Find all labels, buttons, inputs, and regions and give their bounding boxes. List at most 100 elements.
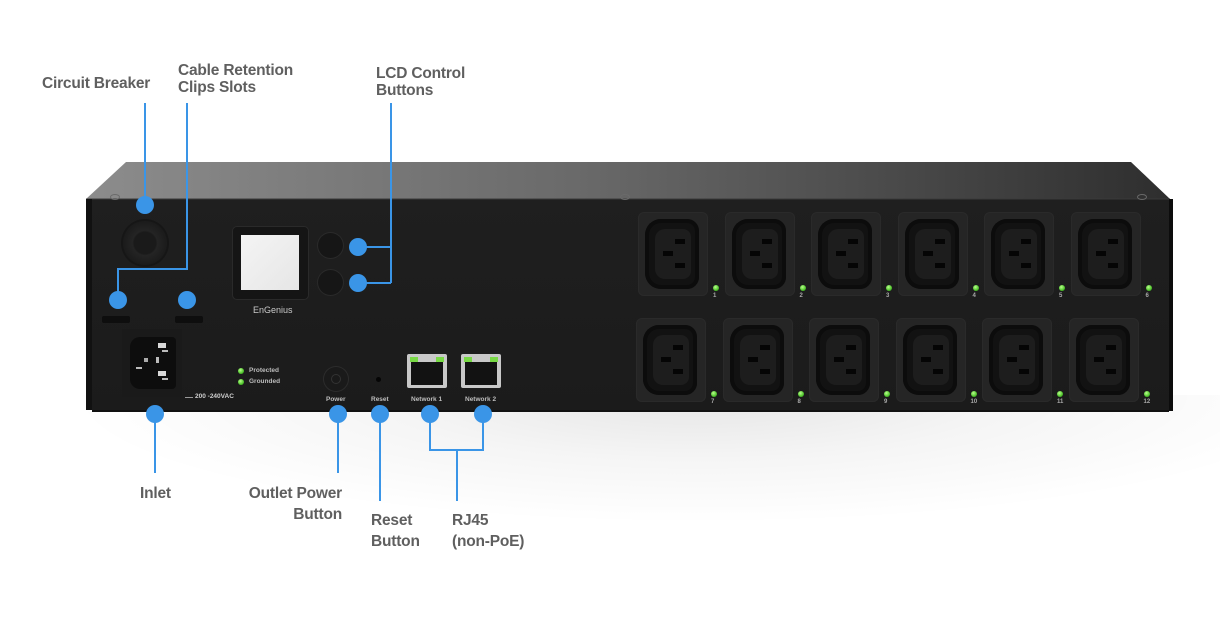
socket-pin xyxy=(661,357,671,362)
reset-button[interactable] xyxy=(376,377,381,382)
socket-pin xyxy=(1105,345,1116,350)
socket-pin xyxy=(920,357,931,362)
socket-pin xyxy=(1019,369,1029,374)
lcd-button-up[interactable] xyxy=(318,233,343,258)
outlet-number: 9 xyxy=(884,399,888,405)
callout-dot-lcd-down[interactable] xyxy=(349,274,367,292)
cable-retention-clip-right xyxy=(175,316,203,323)
network-port-1-label: Network 1 xyxy=(411,396,443,403)
outlet-led xyxy=(1057,391,1063,397)
callout-label-reset-1: Reset xyxy=(371,512,413,529)
link-led xyxy=(464,357,472,362)
outlet-led xyxy=(799,285,806,291)
callout-line-clips-bar xyxy=(117,268,188,270)
outlet-2 xyxy=(724,212,795,296)
voltage-label: 200 -240VAC xyxy=(195,393,234,400)
callout-dot-clip-left[interactable] xyxy=(109,291,127,309)
callout-label-outlet-power-2: Button xyxy=(293,506,342,523)
callout-dot-rj45-2[interactable] xyxy=(474,405,492,423)
outlet-led xyxy=(886,285,892,291)
outlet-led xyxy=(1059,285,1065,291)
callout-label-rj45-2: (non-PoE) xyxy=(452,533,525,550)
screw-icon xyxy=(110,194,120,200)
socket-pin xyxy=(846,345,856,350)
socket-pin xyxy=(836,251,846,256)
circuit-breaker[interactable] xyxy=(123,221,167,265)
socket-pin xyxy=(1107,239,1118,244)
outlet-number: 8 xyxy=(797,399,801,405)
link-led xyxy=(410,357,418,362)
power-icon xyxy=(331,374,341,384)
cable-retention-clip-left xyxy=(102,316,130,323)
socket-pin xyxy=(834,357,844,362)
outlet-10 xyxy=(895,318,966,402)
c13-socket xyxy=(816,325,870,395)
socket-pin xyxy=(1007,357,1017,362)
socket-pin xyxy=(1021,239,1031,244)
socket-pin xyxy=(1107,263,1118,268)
callout-dot-clip-right[interactable] xyxy=(178,291,196,309)
outlet-led xyxy=(1145,285,1152,291)
callout-line-power xyxy=(337,413,339,473)
callout-line-clips xyxy=(186,103,188,269)
outlet-number: 11 xyxy=(1057,399,1064,405)
socket-pin xyxy=(922,251,933,256)
outlet-number: 2 xyxy=(799,293,803,299)
socket-pin xyxy=(934,263,945,268)
outlet-led xyxy=(970,391,977,397)
c13-socket xyxy=(991,219,1045,289)
socket-pin xyxy=(1105,369,1116,374)
socket-pin xyxy=(761,263,772,268)
socket-pin xyxy=(1009,251,1019,256)
lcd-screen xyxy=(241,235,299,290)
activity-led xyxy=(436,357,444,362)
outlet-8 xyxy=(722,318,793,402)
socket-pin xyxy=(934,239,945,244)
screw-icon xyxy=(620,194,630,200)
outlet-led xyxy=(884,391,890,397)
outlet-number: 1 xyxy=(713,293,717,299)
floor-shadow xyxy=(60,395,1220,525)
callout-dot-reset[interactable] xyxy=(371,405,389,423)
callout-label-cable-retention-1: Cable Retention xyxy=(178,62,293,79)
socket-pin xyxy=(749,251,760,256)
outlet-number: 7 xyxy=(711,399,715,405)
socket-pin xyxy=(673,345,683,350)
socket-pin xyxy=(932,369,943,374)
callout-line-reset xyxy=(379,413,381,501)
outlet-number: 3 xyxy=(886,293,890,299)
socket-pin xyxy=(759,345,770,350)
outlet-4 xyxy=(897,212,968,296)
socket-pin xyxy=(675,239,685,244)
callout-dot-inlet[interactable] xyxy=(146,405,164,423)
callout-line-rj45-left xyxy=(429,413,431,450)
socket-pin xyxy=(846,369,856,374)
c13-socket xyxy=(643,325,697,395)
outlet-power-button[interactable] xyxy=(324,367,348,391)
outlet-number: 4 xyxy=(972,293,976,299)
power-button-label: Power xyxy=(326,396,346,403)
outlet-led xyxy=(1143,391,1150,397)
outlet-number: 6 xyxy=(1145,293,1149,299)
network-port-1[interactable] xyxy=(407,354,447,388)
callout-label-inlet: Inlet xyxy=(140,485,171,502)
lcd-button-down[interactable] xyxy=(318,270,343,295)
callout-line-rj45 xyxy=(456,449,458,501)
outlet-9 xyxy=(809,318,879,402)
callout-dot-power[interactable] xyxy=(329,405,347,423)
outlet-led xyxy=(972,285,979,291)
outlet-led xyxy=(713,285,719,291)
outlet-number: 5 xyxy=(1059,293,1063,299)
brand-logo: EnGenius xyxy=(253,305,293,315)
callout-dot-rj45-1[interactable] xyxy=(421,405,439,423)
callout-dot-lcd-up[interactable] xyxy=(349,238,367,256)
callout-dot-breaker[interactable] xyxy=(136,196,154,214)
network-port-2[interactable] xyxy=(461,354,501,388)
socket-pin xyxy=(759,369,770,374)
c13-socket xyxy=(818,219,872,289)
socket-pin xyxy=(663,251,673,256)
socket-pin xyxy=(932,345,943,350)
callout-label-lcd-2: Buttons xyxy=(376,82,434,99)
callout-line-breaker xyxy=(144,103,146,205)
callout-line-lcd xyxy=(390,103,392,283)
